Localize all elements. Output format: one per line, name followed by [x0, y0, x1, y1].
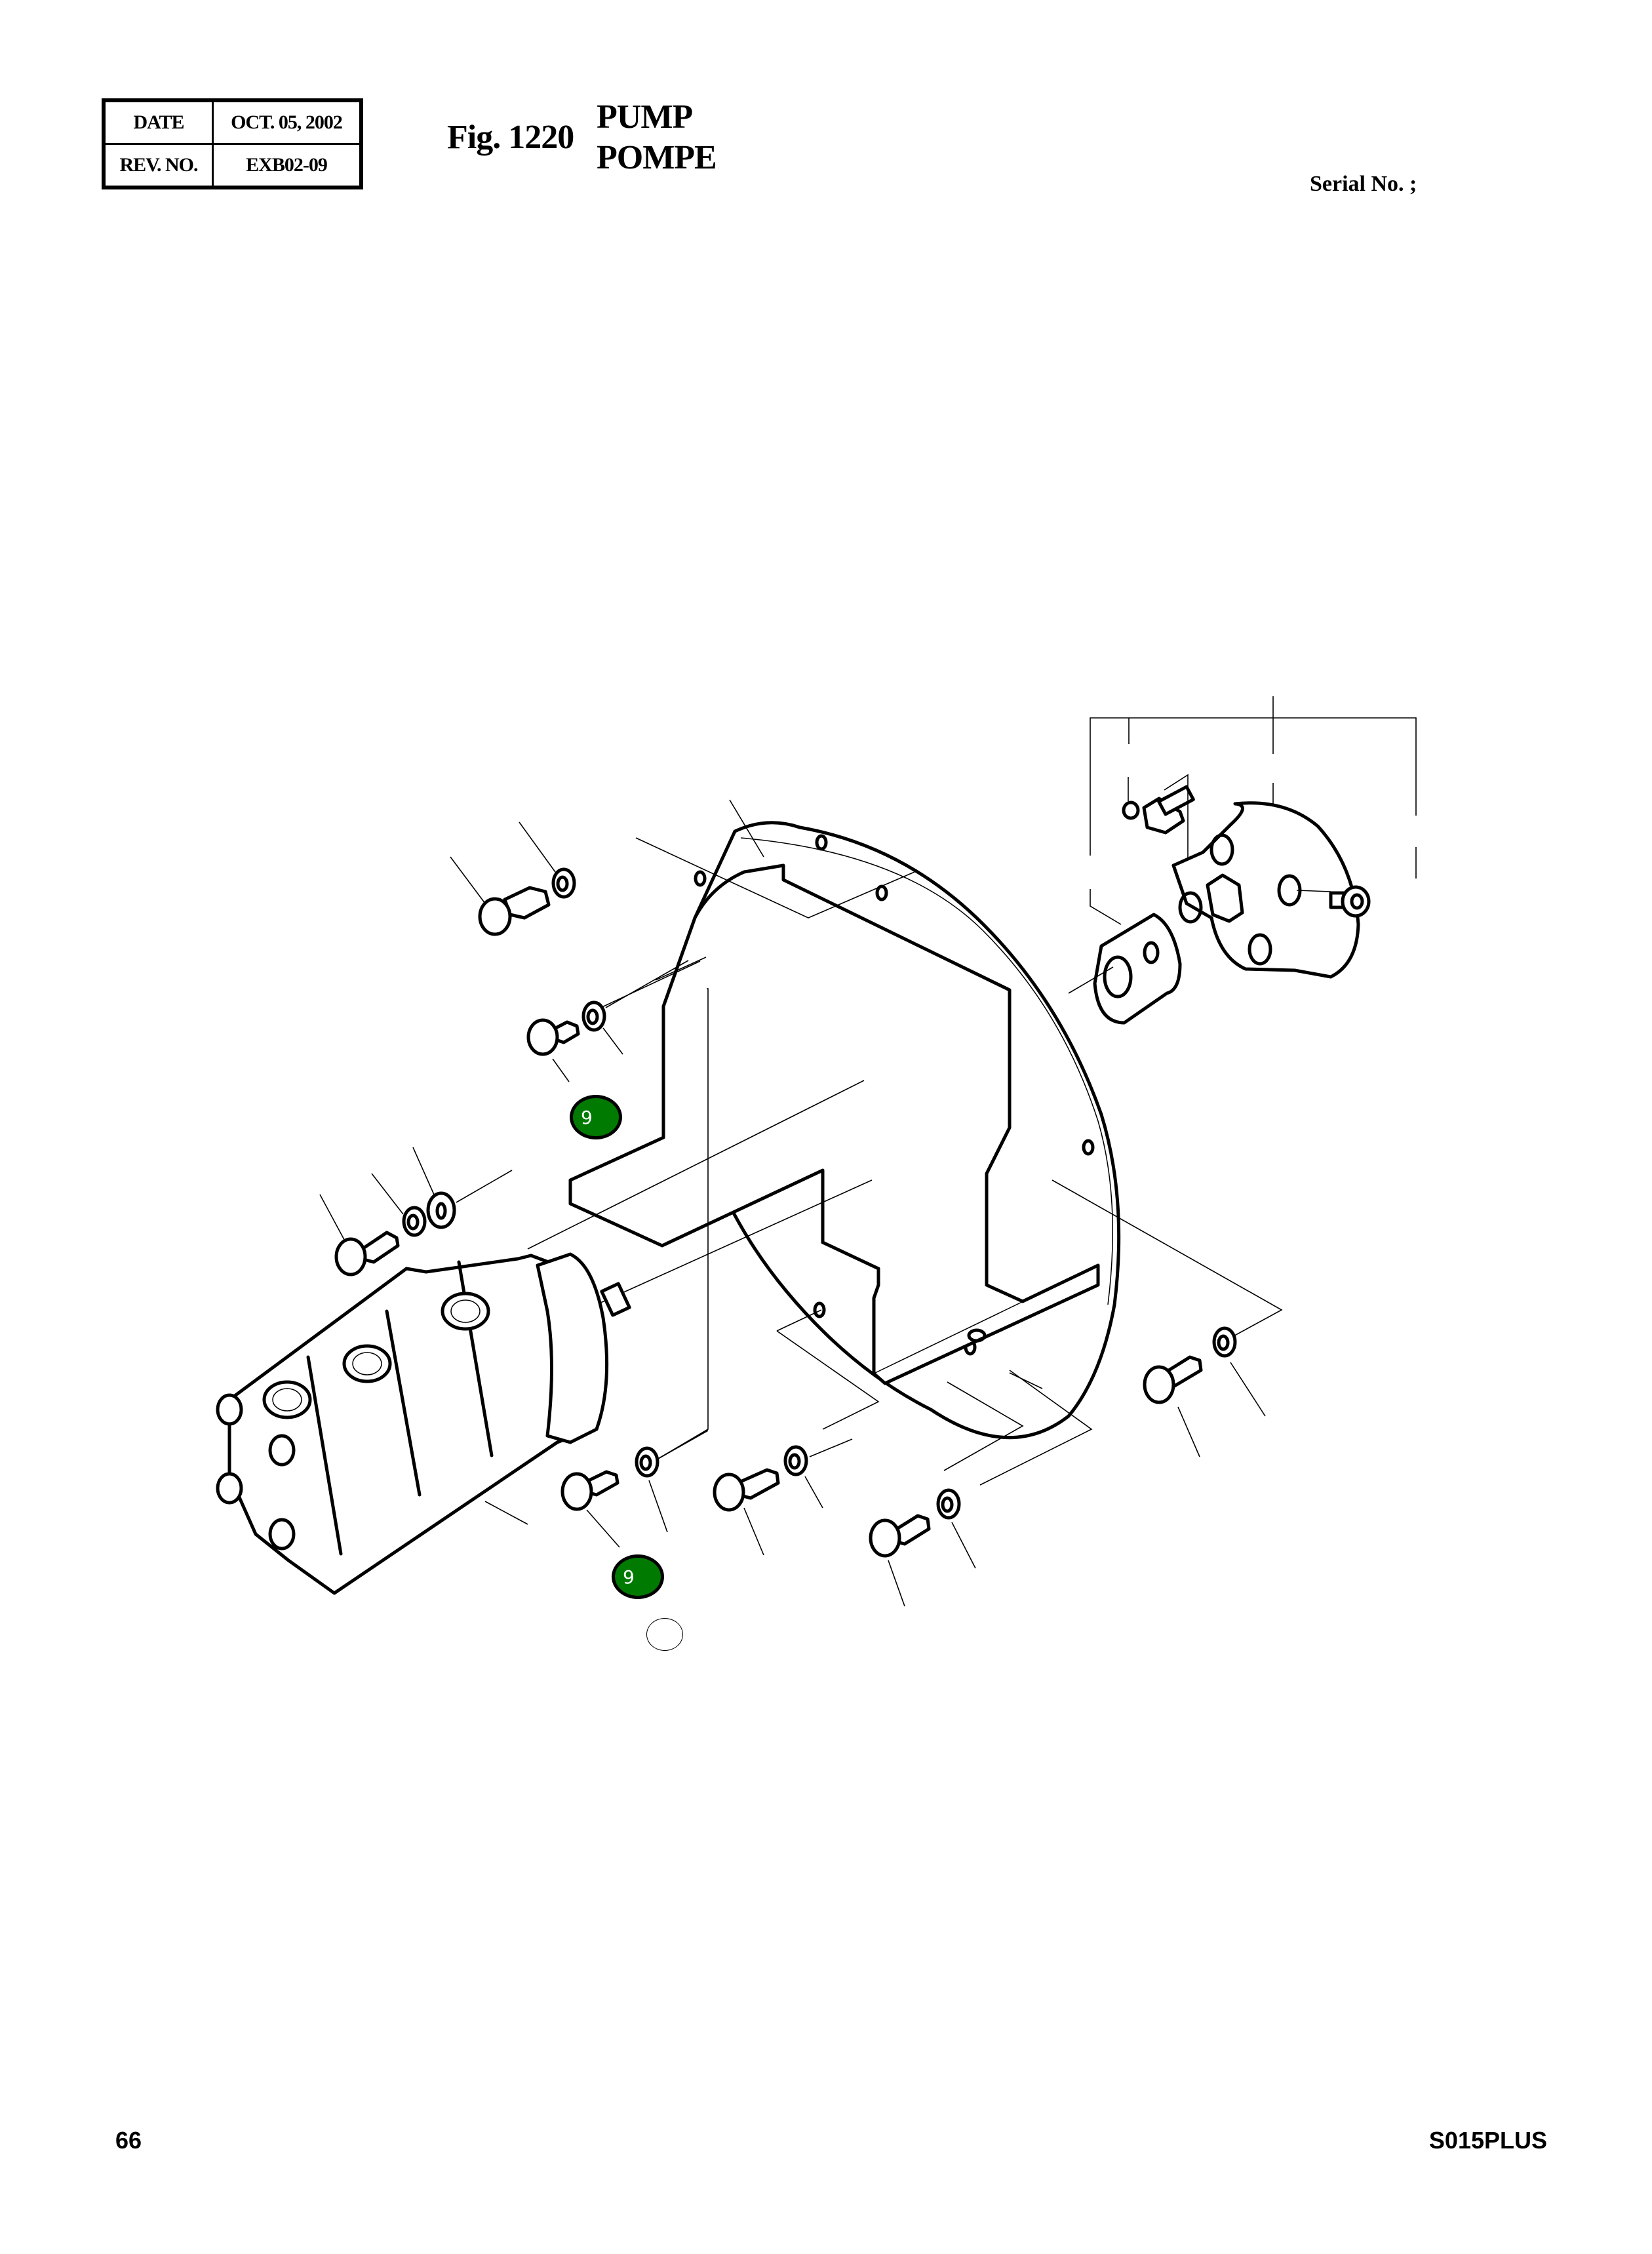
date-value: OCT. 05, 2002 — [212, 99, 363, 145]
callout-number: 9 — [623, 1566, 635, 1588]
hex-bolt-left — [319, 1147, 513, 1276]
hex-bolt-upper-left — [450, 821, 576, 936]
figure-title: PUMP POMPE — [597, 97, 717, 178]
hex-bolt-lower-3 — [869, 1488, 976, 1607]
title-english: PUMP — [597, 98, 693, 136]
rev-label: REV. NO. — [102, 143, 214, 189]
callout-badge-9[interactable]: 9 — [612, 1554, 664, 1599]
hex-bolt-lower-right — [1143, 1326, 1266, 1457]
date-label: DATE — [102, 99, 214, 145]
socket-head-bolt — [1329, 885, 1371, 918]
empty-callout-circle[interactable] — [646, 1618, 683, 1651]
flexible-coupling — [1171, 801, 1360, 979]
revision-table: DATE OCT. 05, 2002 REV. NO. EXB02-09 — [102, 98, 363, 189]
rev-value: EXB02-09 — [212, 143, 363, 189]
coupling-assembly — [1068, 696, 1417, 1025]
callout-badge-9[interactable]: 9 — [570, 1095, 622, 1139]
serial-number-label: Serial No. ; — [1310, 172, 1417, 196]
figure-number: Fig. 1220 — [447, 119, 574, 156]
model-name: S015PLUS — [1428, 2127, 1547, 2154]
socket-head-bolt — [1122, 785, 1195, 835]
page-number: 66 — [115, 2127, 142, 2154]
coupling-hub — [1093, 913, 1182, 1025]
hex-bolt-upper-mid — [526, 960, 689, 1082]
title-french: POMPE — [597, 139, 717, 176]
triple-gear-pump — [216, 1252, 631, 1595]
hex-bolt-lower-1 — [560, 1430, 709, 1548]
callout-number: 9 — [581, 1106, 593, 1128]
mounting-plate — [568, 821, 1121, 1440]
hex-bolt-lower-2 — [713, 1438, 853, 1556]
